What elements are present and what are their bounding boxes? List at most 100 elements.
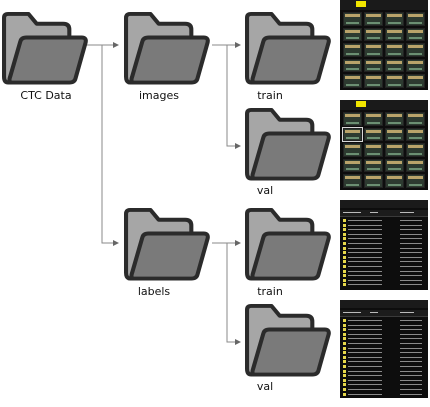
image-thumbnail <box>385 127 404 142</box>
file-text <box>400 333 422 335</box>
file-icon <box>343 392 346 396</box>
file-icon <box>343 337 346 341</box>
image-thumbnail <box>406 27 425 42</box>
image-thumbnail <box>406 174 425 188</box>
image-thumbnail <box>343 12 362 26</box>
image-thumbnail <box>364 158 383 173</box>
file-text <box>400 379 422 381</box>
image-thumbnail <box>343 74 362 88</box>
file-text <box>348 342 382 344</box>
label-file-row <box>340 278 428 283</box>
file-icon <box>343 341 346 345</box>
file-text <box>348 261 382 263</box>
label-file-row <box>340 259 428 264</box>
image-thumbnail <box>385 112 404 126</box>
preview-toolbar <box>340 100 428 110</box>
label-file-row <box>340 255 428 260</box>
label-file-list <box>340 318 428 396</box>
file-text <box>400 275 422 277</box>
label-file-row <box>340 236 428 241</box>
file-text <box>348 233 382 235</box>
file-list-header <box>340 310 428 317</box>
file-text <box>400 356 422 358</box>
labels-train-preview <box>340 200 428 290</box>
file-text <box>348 384 382 386</box>
image-thumbnail <box>385 143 404 157</box>
label-file-row <box>340 232 428 237</box>
image-thumbnail <box>385 174 404 188</box>
image-thumbnail <box>385 58 404 73</box>
image-thumbnail <box>406 158 425 173</box>
file-text <box>400 252 422 254</box>
label-file-row <box>340 346 428 351</box>
file-text <box>348 224 382 226</box>
image-thumbnail <box>364 12 383 26</box>
image-thumbnail <box>343 43 362 57</box>
file-text <box>400 261 422 263</box>
file-text <box>348 252 382 254</box>
labels-val-folder-label: val <box>256 380 274 393</box>
image-thumbnail-grid <box>343 12 425 88</box>
file-text <box>348 379 382 381</box>
file-icon <box>343 360 346 364</box>
file-text <box>400 238 422 240</box>
preview-toolbar <box>340 200 428 208</box>
labels-folder-icon <box>126 210 208 279</box>
file-icon <box>343 364 346 368</box>
file-icon <box>343 264 346 268</box>
root-folder-icon <box>4 14 86 83</box>
image-thumbnail <box>385 12 404 26</box>
image-thumbnail <box>406 43 425 57</box>
file-text <box>348 361 382 363</box>
file-text <box>400 279 422 281</box>
label-file-row <box>340 382 428 387</box>
label-file-row <box>340 282 428 287</box>
connectors <box>86 42 241 345</box>
preview-active-tab <box>356 101 366 107</box>
label-file-row <box>340 223 428 228</box>
images-train-preview <box>340 0 428 90</box>
label-file-list <box>340 218 428 287</box>
file-text <box>400 388 422 390</box>
image-thumbnail <box>364 127 383 142</box>
image-thumbnail <box>342 126 363 143</box>
label-file-row <box>340 332 428 337</box>
file-icon <box>343 219 346 222</box>
file-icon <box>343 351 346 355</box>
image-thumbnail <box>364 27 383 42</box>
file-text <box>400 352 422 354</box>
file-text <box>400 320 422 321</box>
file-text <box>348 229 382 231</box>
image-thumbnail <box>364 174 383 188</box>
file-text <box>400 242 422 244</box>
file-icon <box>343 241 346 245</box>
image-thumbnail <box>385 74 404 88</box>
images-val-preview <box>340 100 428 190</box>
connector-root-labels <box>101 45 119 246</box>
label-file-row <box>340 250 428 255</box>
file-text <box>348 356 382 358</box>
labels-train-folder-icon <box>247 210 329 279</box>
label-file-row <box>340 387 428 392</box>
file-icon <box>343 278 346 282</box>
file-text <box>400 375 422 377</box>
file-text <box>348 270 382 272</box>
file-text <box>348 247 382 249</box>
preview-toolbar <box>340 0 428 10</box>
file-text <box>400 393 422 395</box>
file-text <box>400 338 422 340</box>
connector-images-val <box>226 45 241 149</box>
label-file-row <box>340 327 428 332</box>
label-file-row <box>340 318 428 323</box>
images-train-folder-icon <box>247 14 329 83</box>
file-text <box>400 384 422 386</box>
file-text <box>400 361 422 363</box>
image-thumbnail <box>406 12 425 26</box>
file-text <box>348 393 382 395</box>
file-text <box>400 265 422 267</box>
image-thumbnail <box>343 174 362 188</box>
image-thumbnail <box>364 112 383 126</box>
image-thumbnail <box>406 58 425 73</box>
file-icon <box>343 355 346 359</box>
